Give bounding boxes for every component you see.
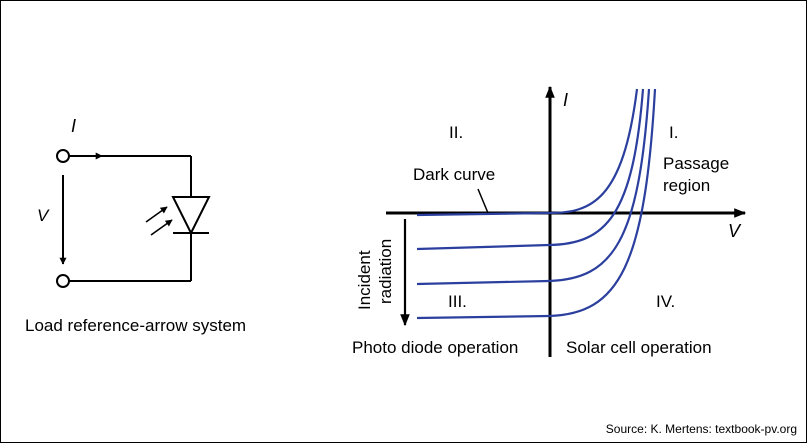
voltage-label: V (37, 206, 50, 225)
passage-region-label: Passage (663, 154, 729, 173)
radiation-label: Incident (355, 250, 374, 310)
iv-characteristic: I V I. II. III. IV. Passage region Dark … (352, 85, 747, 357)
quadrant-label-2: II. (449, 123, 463, 142)
bottom-terminal (56, 274, 70, 288)
current-label: I (71, 116, 76, 136)
illuminated-curve-3 (416, 88, 657, 320)
y-axis-label: I (563, 90, 568, 110)
passage-region-label-2: region (663, 176, 710, 195)
circuit-diagram: I V Load reference-arrow system (25, 116, 246, 335)
top-terminal (56, 149, 70, 163)
photodiode-icon (145, 196, 211, 236)
illuminated-curve-2 (416, 88, 651, 286)
dark-curve-pointer (477, 188, 489, 214)
dark-curve-label: Dark curve (413, 165, 495, 184)
x-axis-label: V (728, 221, 742, 241)
illuminated-curve-1 (416, 88, 645, 251)
photo-diode-operation-label: Photo diode operation (352, 338, 518, 357)
quadrant-label-1: I. (669, 123, 678, 142)
radiation-label-2: radiation (376, 239, 395, 304)
solar-cell-operation-label: Solar cell operation (566, 338, 712, 357)
quadrant-label-3: III. (448, 292, 467, 311)
quadrant-label-4: IV. (656, 292, 675, 311)
circuit-caption: Load reference-arrow system (25, 316, 246, 335)
source-credit: Source: K. Mertens: textbook-pv.org (606, 422, 797, 436)
iv-curves (416, 88, 657, 320)
dark-curve (416, 88, 639, 217)
